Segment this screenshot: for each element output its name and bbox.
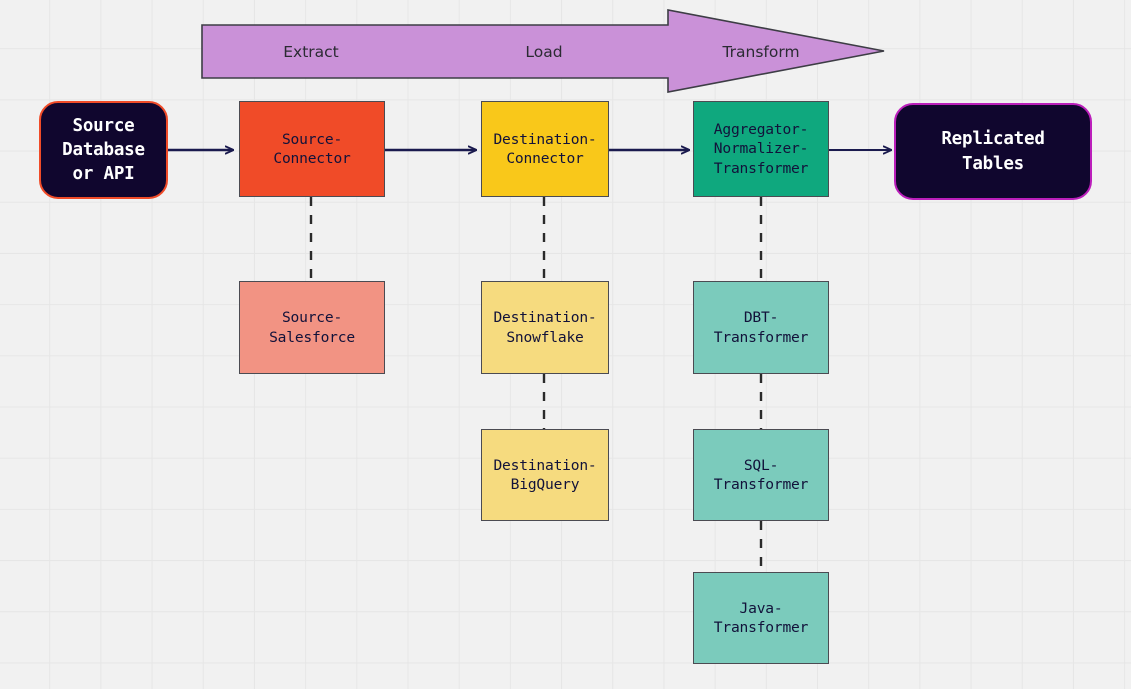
node-label: Java- Transformer (713, 599, 809, 636)
node-source-connector[interactable]: Source- Connector (239, 101, 385, 197)
node-source-salesforce[interactable]: Source- Salesforce (239, 281, 385, 374)
node-source-database-or-api[interactable]: Source Database or API (39, 101, 168, 199)
node-label: Aggregator- Normalizer- Transformer (713, 121, 809, 177)
node-label: Destination- BigQuery (493, 456, 597, 493)
node-destination-bigquery[interactable]: Destination- BigQuery (481, 429, 609, 521)
node-aggregator-normalizer-transformer[interactable]: Aggregator- Normalizer- Transformer (693, 101, 829, 197)
node-label: SQL- Transformer (713, 456, 809, 493)
node-destination-snowflake[interactable]: Destination- Snowflake (481, 281, 609, 374)
phase-label-extract: Extract (283, 43, 339, 61)
phase-banner-arrow (201, 9, 885, 93)
phase-label-load: Load (525, 43, 563, 61)
node-label: Source- Connector (273, 130, 351, 167)
node-label: Source Database or API (62, 115, 145, 185)
node-java-transformer[interactable]: Java- Transformer (693, 572, 829, 664)
node-label: Destination- Snowflake (493, 309, 597, 346)
phase-label-transform: Transform (722, 43, 800, 61)
node-sql-transformer[interactable]: SQL- Transformer (693, 429, 829, 521)
node-label: Replicated Tables (941, 129, 1045, 174)
node-label: Destination- Connector (493, 130, 597, 167)
node-dbt-transformer[interactable]: DBT- Transformer (693, 281, 829, 374)
node-replicated-tables[interactable]: Replicated Tables (894, 103, 1092, 200)
node-label: DBT- Transformer (713, 309, 809, 346)
node-label: Source- Salesforce (269, 309, 355, 346)
node-destination-connector[interactable]: Destination- Connector (481, 101, 609, 197)
